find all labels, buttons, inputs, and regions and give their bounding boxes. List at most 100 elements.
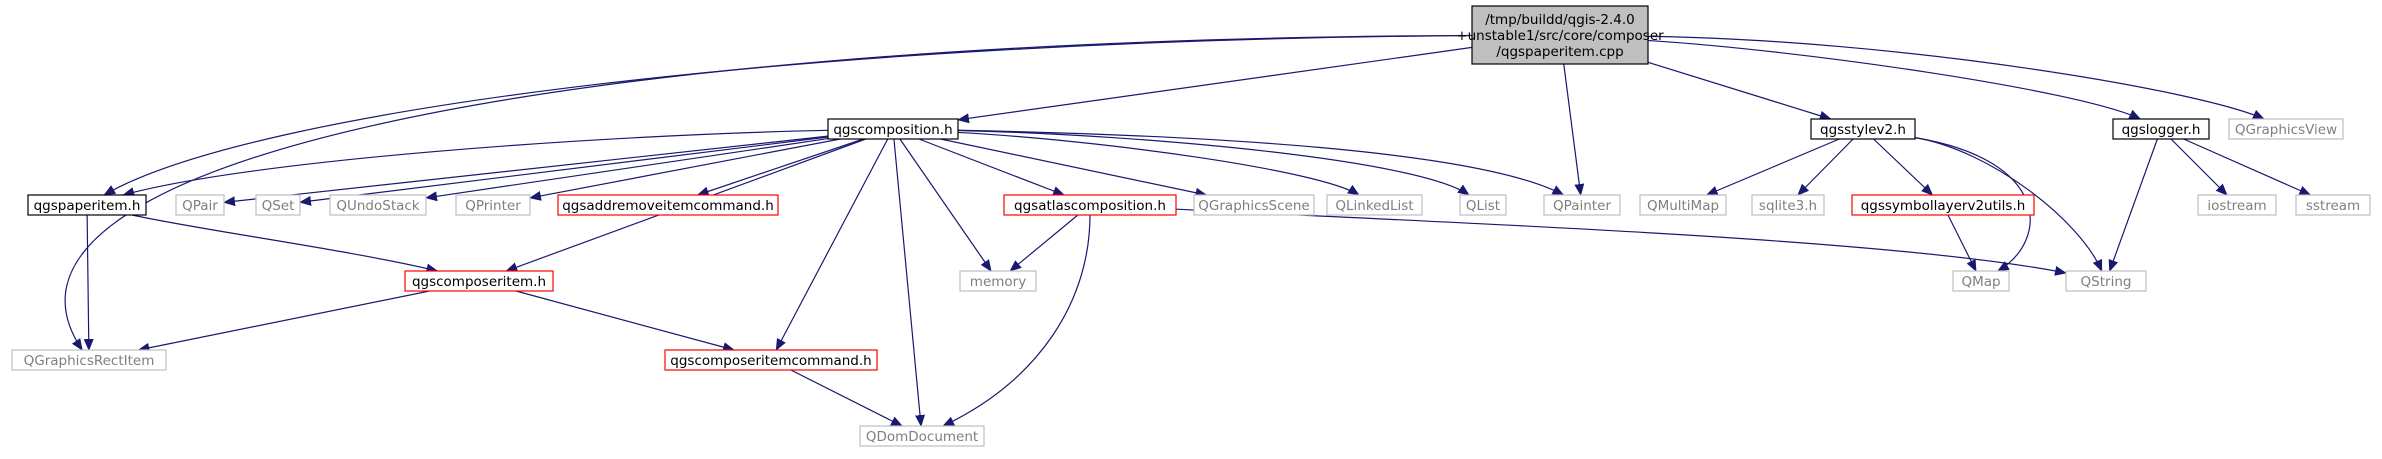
node-box <box>11 349 167 371</box>
node-box <box>175 194 225 216</box>
node-box <box>2065 270 2147 292</box>
node-label: qgsstylev2.h <box>1820 122 1906 138</box>
edge-qgslogger-to-sstream <box>2183 138 2312 196</box>
edge-qgscomposition-to-qlist <box>957 129 1470 196</box>
node-label: QLinkedList <box>1335 198 1413 214</box>
node-label: +unstable1/src/core/composer <box>1456 28 1664 44</box>
node-box <box>1003 194 1177 216</box>
edge-qgsstylev2-to-qstring <box>1914 137 2103 272</box>
node-iostream: iostream <box>2197 194 2277 216</box>
edges-layer <box>64 34 2312 427</box>
edge-qgsatlas-to-memory <box>1009 214 1079 272</box>
node-qgslogger[interactable]: qgslogger.h <box>2112 118 2210 140</box>
edge-qgsatlas-to-qstring <box>1175 208 2067 276</box>
edge-qgscomposition-to-qpair <box>223 135 829 207</box>
node-box <box>1459 194 1507 216</box>
node-label: qgsatlascomposition.h <box>1014 198 1166 214</box>
edge-root-to-qgslogger <box>1647 39 2142 120</box>
node-label: qgspaperitem.h <box>34 198 141 214</box>
node-qmultimap: QMultiMap <box>1639 194 1727 216</box>
node-label: /qgspaperitem.cpp <box>1496 44 1623 60</box>
edge-root-to-qgraphicsview <box>1647 35 2265 120</box>
edge-qgsstylev2-to-qgssymbollayer <box>1873 138 1934 196</box>
node-qgraphicsscene: QGraphicsScene <box>1193 194 1315 216</box>
edge-qgscomposition-to-memory <box>899 138 992 272</box>
node-label: qgscomposeritemcommand.h <box>670 353 871 369</box>
node-label: memory <box>970 274 1026 290</box>
node-qgspaperitem_h[interactable]: qgspaperitem.h <box>27 194 147 216</box>
node-qpair: QPair <box>175 194 225 216</box>
node-box <box>664 349 878 371</box>
node-label: qgsaddremoveitemcommand.h <box>562 198 774 214</box>
node-sstream: sstream <box>2295 194 2371 216</box>
node-qlist: QList <box>1459 194 1507 216</box>
node-box <box>1471 5 1649 65</box>
node-box <box>557 194 779 216</box>
node-qgscomposeritem[interactable]: qgscomposeritem.h <box>404 270 554 292</box>
node-box <box>2228 118 2344 140</box>
node-qprinter: QPrinter <box>455 194 531 216</box>
edge-qgslogger-to-qstring <box>2108 138 2158 272</box>
node-box <box>1326 194 1423 216</box>
edge-qgssymbollayer-to-qmap <box>1947 214 1977 272</box>
edge-qgscomposition-to-qundostack <box>425 137 829 202</box>
node-label: QUndoStack <box>336 198 419 214</box>
node-box <box>2112 118 2210 140</box>
node-box <box>2295 194 2371 216</box>
node-label: qgscomposeritem.h <box>412 274 546 290</box>
node-qmap: QMap <box>1952 270 2010 292</box>
edge-root-to-qgraphicsrectitem <box>64 34 1473 351</box>
node-qgsstylev2[interactable]: qgsstylev2.h <box>1810 118 1916 140</box>
edge-qgscomposition-to-qlinkedlist <box>957 131 1360 196</box>
edge-qgscomposition-to-qpainter <box>957 129 1565 196</box>
node-label: QPainter <box>1553 198 1611 214</box>
edge-qgscomposition-to-qgspaperitem_h <box>122 129 829 197</box>
edge-qgsstylev2-to-qmultimap <box>1705 138 1840 196</box>
node-label: QList <box>1466 198 1500 214</box>
node-box <box>27 194 147 216</box>
node-box <box>827 118 959 140</box>
node-box <box>255 194 301 216</box>
node-box <box>959 270 1037 292</box>
node-qstring: QString <box>2065 270 2147 292</box>
node-box <box>329 194 427 216</box>
nodes-layer: /tmp/buildd/qgis-2.4.0+unstable1/src/cor… <box>11 5 2371 447</box>
node-box <box>2197 194 2277 216</box>
node-qgsaddremove[interactable]: qgsaddremoveitemcommand.h <box>557 194 779 216</box>
node-box <box>404 270 554 292</box>
edge-root-to-qgspaperitem_h <box>103 34 1473 196</box>
node-qgsatlas[interactable]: qgsatlascomposition.h <box>1003 194 1177 216</box>
node-label: QGraphicsScene <box>1198 198 1309 214</box>
node-box <box>1952 270 2010 292</box>
node-qgssymbollayer[interactable]: qgssymbollayerv2utils.h <box>1851 194 2035 216</box>
node-qdomdocument: QDomDocument <box>859 425 985 447</box>
node-label: QString <box>2081 274 2132 290</box>
node-label: QGraphicsRectItem <box>24 353 155 369</box>
node-qgscomposition[interactable]: qgscomposition.h <box>827 118 959 140</box>
node-label: sqlite3.h <box>1759 198 1817 214</box>
node-root[interactable]: /tmp/buildd/qgis-2.4.0+unstable1/src/cor… <box>1456 5 1664 65</box>
node-label: QPair <box>182 198 218 214</box>
edge-root-to-qpainter <box>1563 63 1585 196</box>
node-box <box>1751 194 1825 216</box>
node-label: qgslogger.h <box>2122 122 2201 138</box>
node-box <box>1851 194 2035 216</box>
edge-qgscomposition-to-qgscomposeritemcommand <box>775 138 889 351</box>
node-label: QDomDocument <box>866 429 978 445</box>
edge-qgspaperitem_h-to-qgscomposeritem <box>132 214 439 274</box>
edge-qgscomposition-to-qdomdocument <box>893 138 925 427</box>
edge-qgspaperitem_h-to-qgraphicsrectitem <box>83 214 94 351</box>
node-label: QSet <box>262 198 295 214</box>
node-qundostack: QUndoStack <box>329 194 427 216</box>
node-qgraphicsview: QGraphicsView <box>2228 118 2344 140</box>
edge-qgscomposition-to-qprinter <box>529 138 841 201</box>
edge-qgscomposeritem-to-qgscomposeritemcommand <box>515 290 736 352</box>
node-box <box>1639 194 1727 216</box>
node-label: QMap <box>1961 274 2000 290</box>
node-qlinkedlist: QLinkedList <box>1326 194 1423 216</box>
node-qgscomposeritemcommand[interactable]: qgscomposeritemcommand.h <box>664 349 878 371</box>
node-box <box>1193 194 1315 216</box>
edge-root-to-qgsstylev2 <box>1647 61 1832 121</box>
node-box <box>455 194 531 216</box>
node-qpainter: QPainter <box>1543 194 1621 216</box>
